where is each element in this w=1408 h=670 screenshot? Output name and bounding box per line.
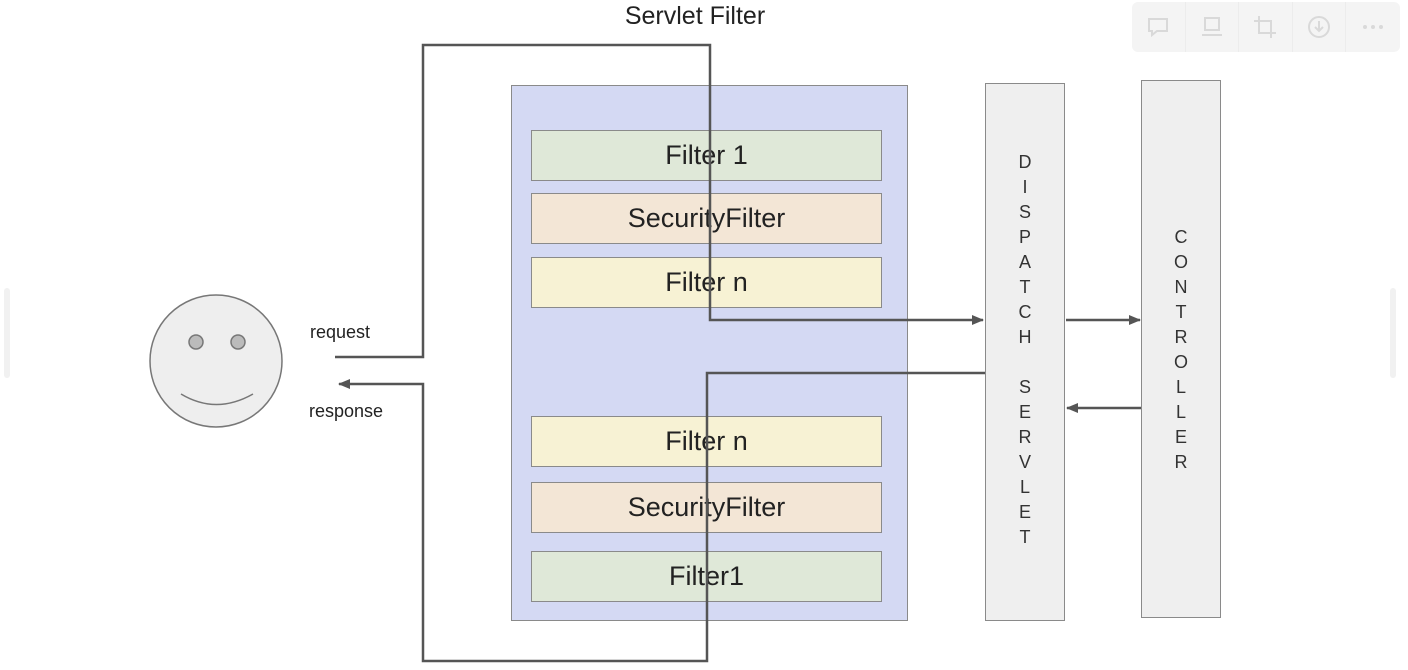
- download-button[interactable]: [1293, 2, 1347, 52]
- diagram-title: Servlet Filter: [624, 2, 766, 30]
- comment-icon: [1148, 18, 1169, 38]
- dispatcher-servlet-box: D I S P A T C H S E R V L E T: [985, 83, 1065, 621]
- present-button[interactable]: [1186, 2, 1240, 52]
- more-icon: [1363, 25, 1384, 29]
- crop-icon: [1254, 16, 1277, 38]
- right-edge-handle[interactable]: [1390, 288, 1396, 378]
- request-filter-1: Filter 1: [531, 130, 882, 181]
- more-button[interactable]: [1346, 2, 1400, 52]
- present-icon: [1201, 17, 1222, 36]
- image-toolbar: [1132, 2, 1400, 52]
- left-edge-handle[interactable]: [4, 288, 10, 378]
- request-label: request: [310, 322, 371, 342]
- comment-button[interactable]: [1132, 2, 1186, 52]
- dispatcher-servlet-label: D I S P A T C H S E R V L E T: [1018, 152, 1032, 547]
- request-filter-n: Filter n: [531, 257, 882, 308]
- response-path-line: [338, 371, 985, 663]
- request-security-filter: SecurityFilter: [531, 193, 882, 244]
- request-path-line: [335, 43, 984, 359]
- controller-label: C O N T R O L L E R: [1173, 227, 1188, 472]
- user-smiley-icon: [149, 294, 283, 428]
- download-icon: [1308, 16, 1331, 38]
- controller-box: C O N T R O L L E R: [1141, 80, 1221, 618]
- crop-button[interactable]: [1239, 2, 1293, 52]
- response-label: response: [309, 401, 384, 421]
